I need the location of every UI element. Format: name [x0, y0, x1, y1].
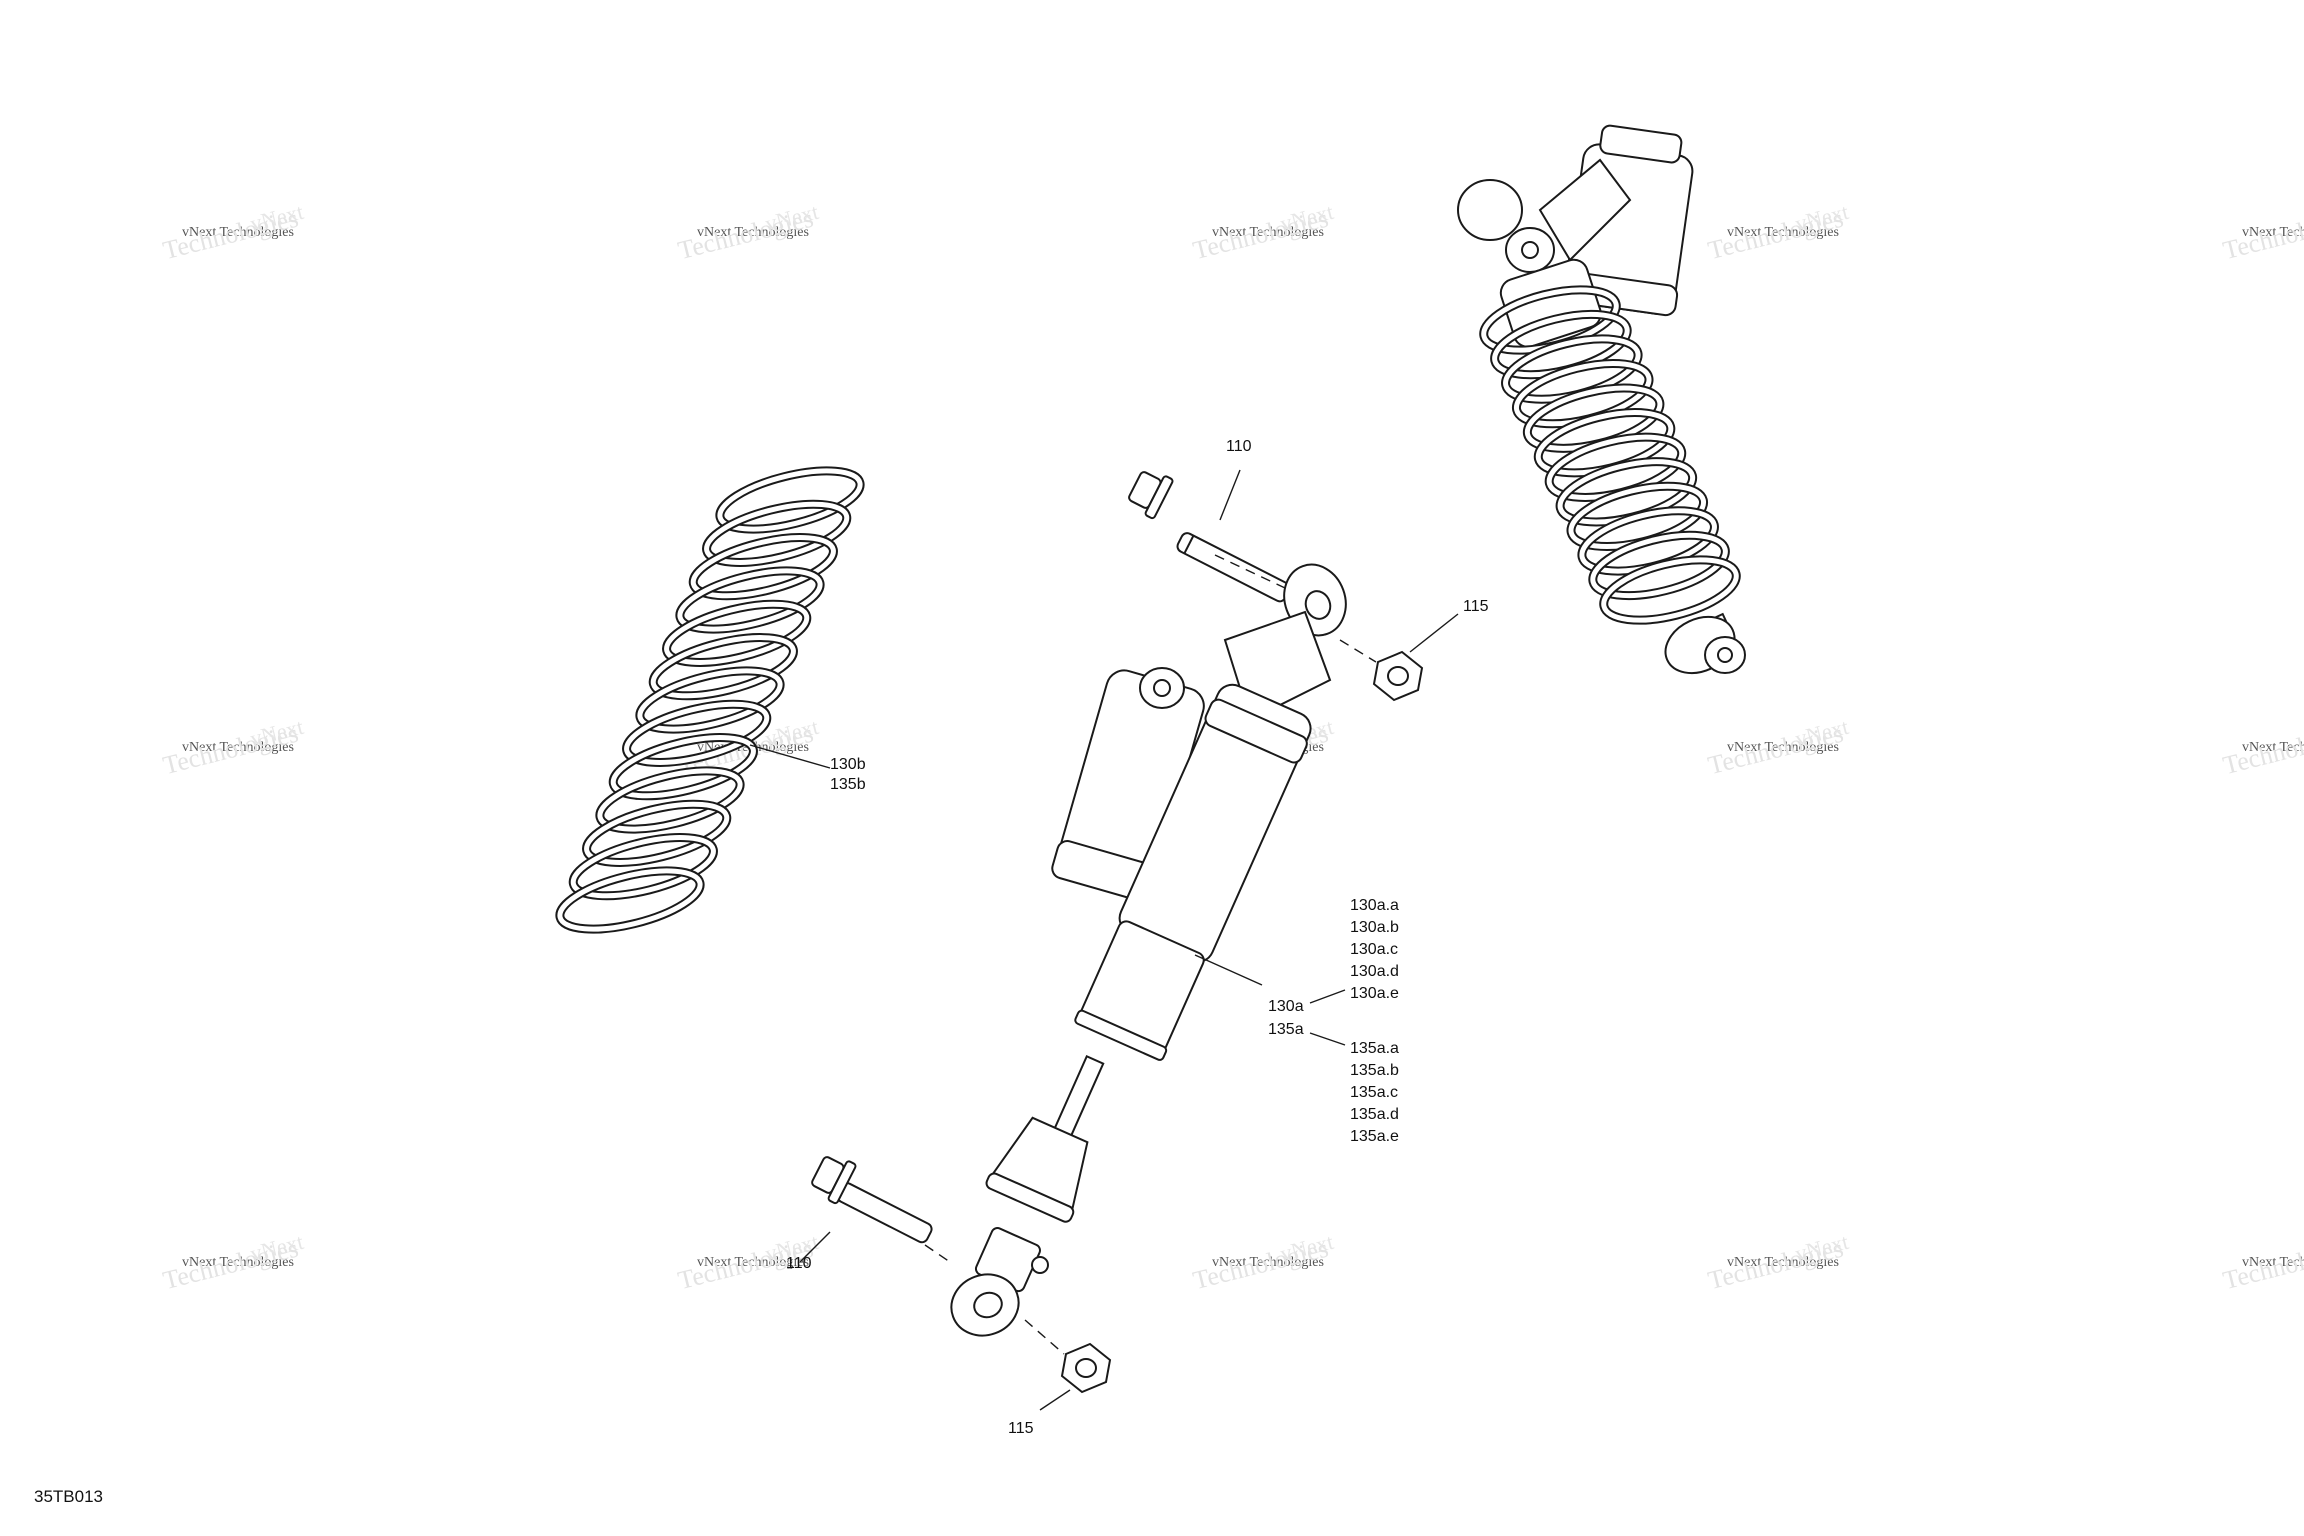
callout-130a-c: 130a.c — [1350, 941, 1399, 958]
diagram-id: 35TB013 — [34, 1487, 103, 1506]
callout-130a-b: 130a.b — [1350, 919, 1399, 936]
nut-top — [1339, 613, 1459, 702]
callout-bolt-top: 110 — [1226, 438, 1252, 455]
callout-nut-top: 115 — [1463, 598, 1489, 615]
callout-nut-bottom: 115 — [1008, 1420, 1034, 1437]
assembled-shock — [1457, 124, 1746, 675]
callout-135a-d: 135a.d — [1350, 1106, 1399, 1123]
callout-130a-a: 130a.a — [1350, 897, 1399, 914]
callout-130a-d: 130a.d — [1350, 963, 1399, 980]
callout-135a-e: 135a.e — [1350, 1128, 1399, 1145]
nut-bottom — [1024, 1319, 1112, 1411]
coil-spring — [555, 466, 865, 934]
callout-130a-e: 130a.e — [1350, 985, 1399, 1002]
bolt-bottom — [799, 1156, 951, 1263]
callout-135a-b: 135a.b — [1350, 1062, 1399, 1079]
callout-shock-130a: 130a — [1268, 998, 1304, 1015]
callout-135a-a: 135a.a — [1350, 1040, 1399, 1057]
callout-shock-135a: 135a — [1268, 1021, 1304, 1038]
bolt-top — [1128, 469, 1301, 603]
shock-absorber — [950, 563, 1347, 1337]
callout-spring-135b: 135b — [830, 776, 866, 793]
callout-bolt-bottom: 110 — [786, 1255, 812, 1272]
callout-spring-130b: 130b — [830, 756, 866, 773]
callout-135a-c: 135a.c — [1350, 1084, 1399, 1101]
